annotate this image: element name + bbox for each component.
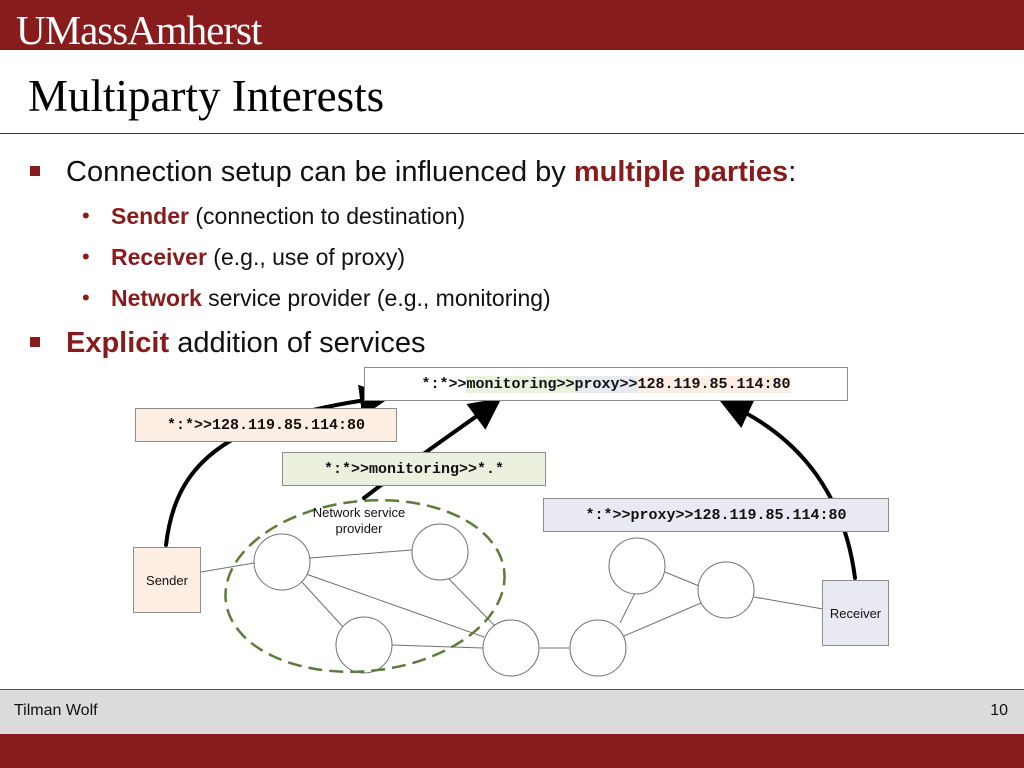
router-node (482, 619, 540, 677)
bullet-emphasis: multiple parties (573, 156, 789, 188)
edge-link (447, 577, 497, 628)
edge-link (623, 602, 702, 637)
bullet-explicit: Explicit addition of services (66, 326, 425, 360)
title-divider (0, 133, 1024, 134)
receiver-node: Receiver (822, 580, 889, 646)
address-network: *:*>>monitoring>>*.* (282, 452, 546, 486)
router-node (253, 533, 311, 591)
university-logo: UMassAmherst (16, 7, 262, 53)
bullet-text: : (788, 156, 797, 188)
slide-title: Multiparty Interests (28, 71, 385, 121)
edge-link (753, 596, 824, 610)
header-bar: UMassAmherst (0, 0, 1024, 53)
address-sender: *:*>>128.119.85.114:80 (135, 408, 397, 442)
bullet-text: addition of services (169, 327, 426, 359)
sub-bullet-receiver: Receiver (e.g., use of proxy) (111, 243, 405, 271)
edge-link (619, 592, 636, 624)
square-bullet-icon (30, 166, 40, 176)
router-node (411, 523, 469, 581)
dot-bullet-icon: • (82, 244, 90, 269)
sub-bullet-network: Network service provider (e.g., monitori… (111, 284, 551, 312)
footer-bar: Tilman Wolf 10 (0, 689, 1024, 734)
edge-link (309, 549, 413, 559)
dot-bullet-icon: • (82, 203, 90, 228)
edge-link (664, 571, 700, 587)
arrow-receiver-to-dest (719, 398, 857, 580)
network-provider-label: Network service provider (312, 505, 406, 536)
bullet-text: (e.g., use of proxy) (206, 244, 406, 270)
address-full: *:*>>monitoring>>proxy>>128.119.85.114:8… (364, 367, 848, 401)
bottom-bar (0, 734, 1024, 768)
bullet-text: Connection setup can be influenced by (66, 156, 574, 188)
router-node (608, 537, 666, 595)
router-node (335, 616, 393, 674)
bullet-emphasis: Explicit (66, 327, 170, 359)
sender-node: Sender (133, 547, 201, 613)
provider-boundary (224, 498, 506, 674)
edge-link (305, 573, 485, 638)
sub-bullet-sender: Sender (connection to destination) (111, 202, 465, 230)
dot-bullet-icon: • (82, 285, 90, 310)
address-proxy: proxy>> (574, 375, 638, 393)
square-bullet-icon (30, 337, 40, 347)
bullet-text: service provider (e.g., monitoring) (201, 285, 551, 311)
bullet-emphasis: Receiver (111, 244, 207, 270)
edge-link (390, 644, 484, 649)
address-wildcard: *:*>> (421, 375, 467, 393)
router-node (697, 561, 755, 619)
bullet-text: (connection to destination) (188, 203, 466, 229)
bullet-emphasis: Sender (111, 203, 189, 229)
page-number: 10 (990, 702, 1008, 719)
address-destination: 128.119.85.114:80 (637, 375, 791, 393)
footer-author: Tilman Wolf (14, 702, 98, 719)
address-monitoring: monitoring>> (466, 375, 575, 393)
edge-link (200, 562, 255, 573)
edge-link (300, 580, 345, 629)
bullet-multiple-parties: Connection setup can be influenced by mu… (66, 155, 796, 189)
bullet-emphasis: Network (111, 285, 202, 311)
address-receiver: *:*>>proxy>>128.119.85.114:80 (543, 498, 889, 532)
router-node (569, 619, 627, 677)
